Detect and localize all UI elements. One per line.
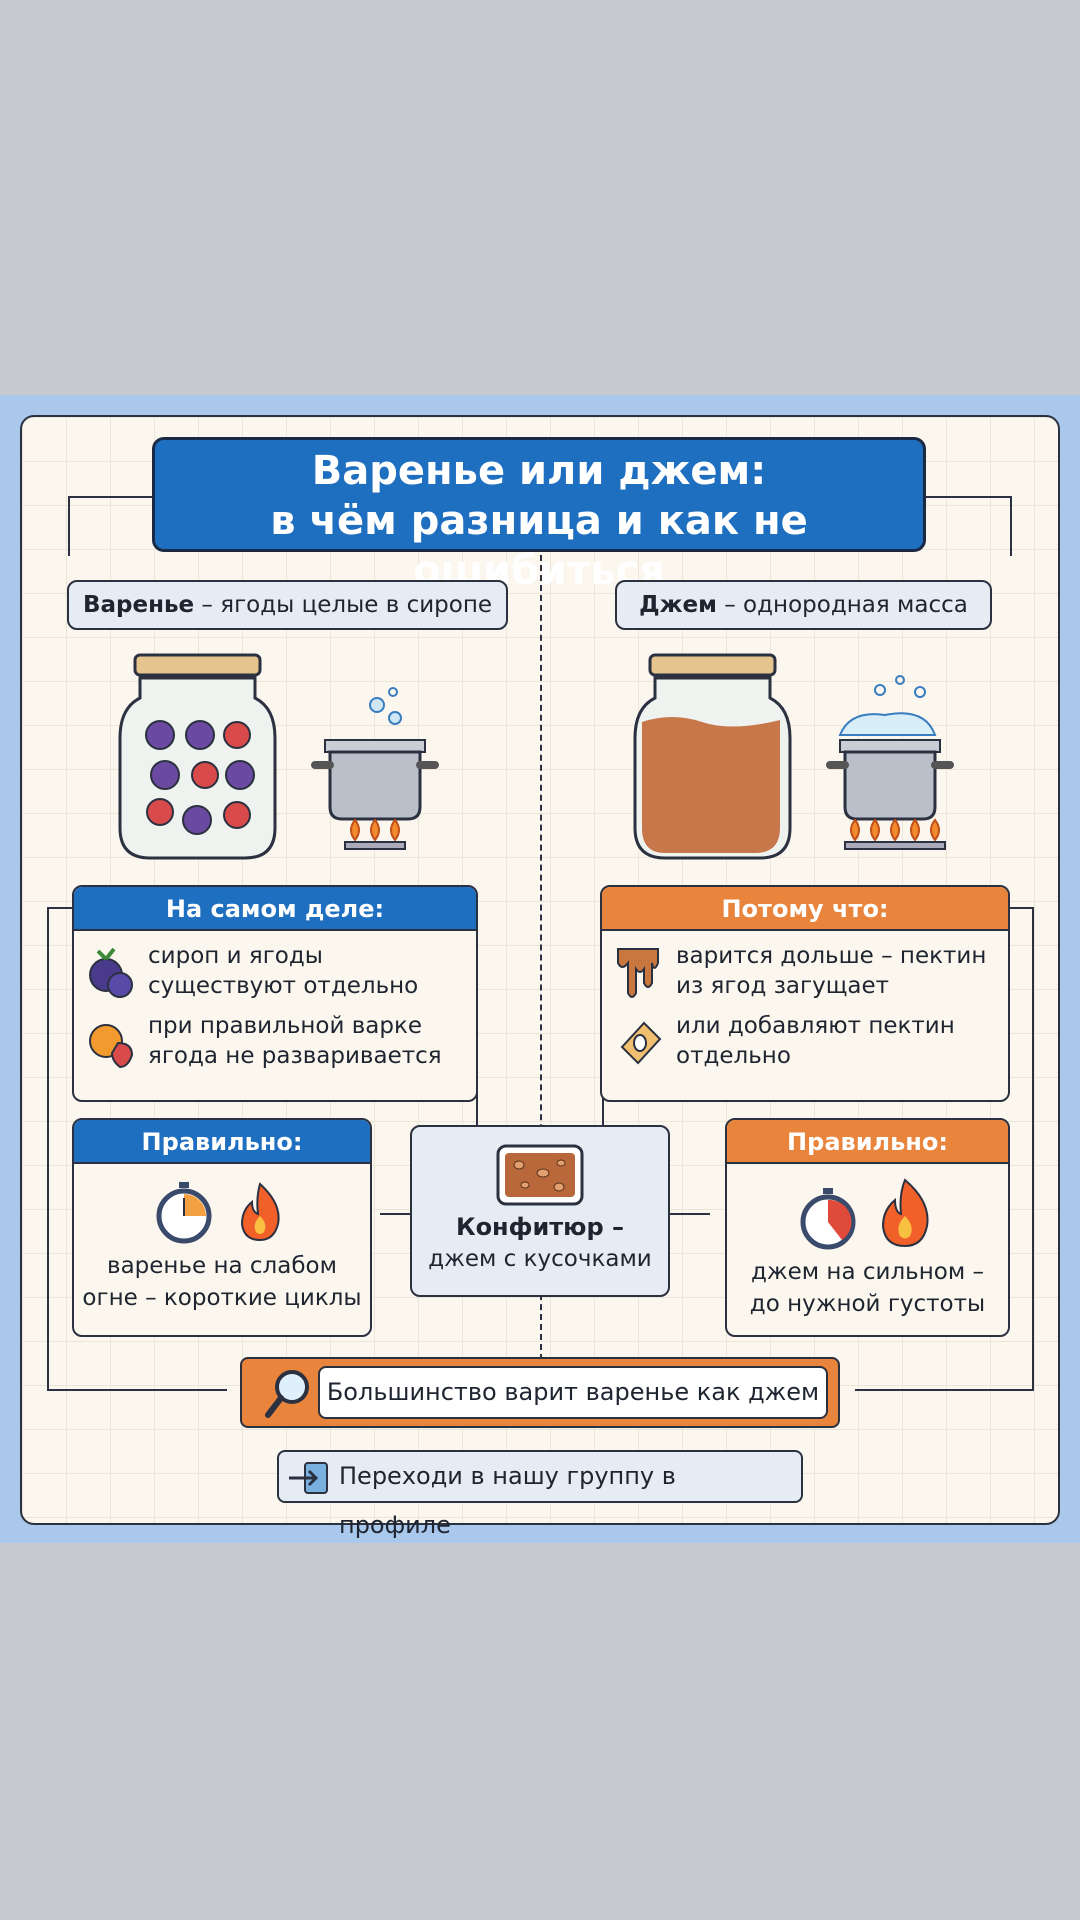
- jam-desc: – однородная масса: [716, 592, 968, 618]
- actually-header: На самом деле:: [74, 887, 476, 931]
- varenye-label: Варенье – ягоды целые в сиропе: [67, 580, 508, 630]
- connector: [47, 907, 77, 909]
- connector: [68, 496, 152, 498]
- correct-left-text: варенье на слабом огне – короткие циклы: [82, 1253, 362, 1311]
- correct-right-panel: Правильно: джем на сильном – до нужной г…: [725, 1118, 1010, 1337]
- jam-bold: Джем: [639, 592, 717, 618]
- because-header: Потому что:: [602, 887, 1008, 931]
- connector: [47, 1389, 227, 1391]
- stopwatch-icon: [156, 1182, 212, 1244]
- stopwatch-icon: [800, 1188, 856, 1250]
- confiture-icon: [496, 1144, 584, 1206]
- actually-panel: На самом деле: сироп и ягоды существуют …: [72, 885, 478, 1102]
- arrow-right: [670, 1213, 710, 1215]
- correct-left-panel: Правильно: варенье на слабом огне – коро…: [72, 1118, 372, 1337]
- list-item: или добавляют пектин отдельно: [602, 1001, 1008, 1071]
- jam-jar-pot-illustration: [633, 653, 954, 860]
- varenye-desc: – ягоды целые в сиропе: [194, 592, 493, 618]
- connector: [47, 907, 49, 1391]
- jam-label: Джем – однородная масса: [615, 580, 992, 630]
- confiture-title: Конфитюр –: [455, 1213, 625, 1241]
- orange-strawberry-icon: [89, 1024, 134, 1069]
- page-title: Варенье или джем: в чём разница и как не…: [152, 437, 926, 594]
- connector: [855, 1389, 1033, 1391]
- blueberry-icon: [89, 947, 133, 998]
- varenye-bold: Варенье: [82, 592, 195, 618]
- bottom-callout: Большинство варит варенье как джем: [240, 1357, 840, 1428]
- enter-arrow-icon: [289, 1462, 328, 1494]
- connector: [1010, 496, 1012, 556]
- connector: [926, 496, 1012, 498]
- item-text: сироп и ягоды существуют отдельно: [148, 943, 419, 999]
- divider-dashed: [540, 555, 542, 1370]
- dripping-jam-icon: [617, 948, 659, 998]
- item-text: при правильной варке ягода не разваривае…: [148, 1013, 442, 1069]
- because-panel: Потому что: варится дольше – пектин из я…: [600, 885, 1010, 1102]
- confiture-panel: Конфитюр – джем с кусочками: [410, 1125, 670, 1297]
- join-group-button[interactable]: Переходи в нашу группу в профиле: [277, 1450, 803, 1539]
- item-text: варится дольше – пектин из ягод загущает: [676, 943, 987, 999]
- connector: [1032, 907, 1034, 1391]
- magnifier-icon: [265, 1370, 309, 1418]
- title-line1: Варенье или джем:: [311, 448, 767, 494]
- list-item: варится дольше – пектин из ягод загущает: [602, 931, 1008, 1001]
- small-flame-icon: [240, 1182, 280, 1242]
- connector: [1005, 907, 1033, 909]
- pectin-packet-icon: [620, 1021, 662, 1065]
- title-line2: в чём разница и как не ошибиться: [270, 498, 808, 594]
- confiture-desc: джем с кусочками: [428, 1246, 652, 1272]
- connector: [68, 496, 70, 556]
- arrow-left: [380, 1213, 410, 1215]
- join-group-text: Переходи в нашу группу в профиле: [339, 1462, 676, 1539]
- correct-left-header: Правильно:: [74, 1120, 370, 1164]
- varenye-jar-pot-illustration: [118, 653, 439, 860]
- strong-flame-icon: [882, 1178, 929, 1248]
- correct-right-text: джем на сильном – до нужной густоты: [749, 1259, 986, 1317]
- item-text: или добавляют пектин отдельно: [676, 1013, 955, 1069]
- correct-right-header: Правильно:: [727, 1120, 1008, 1164]
- list-item: сироп и ягоды существуют отдельно: [74, 931, 476, 1001]
- list-item: при правильной варке ягода не разваривае…: [74, 1001, 476, 1071]
- bottom-callout-text: Большинство варит варенье как джем: [318, 1366, 828, 1419]
